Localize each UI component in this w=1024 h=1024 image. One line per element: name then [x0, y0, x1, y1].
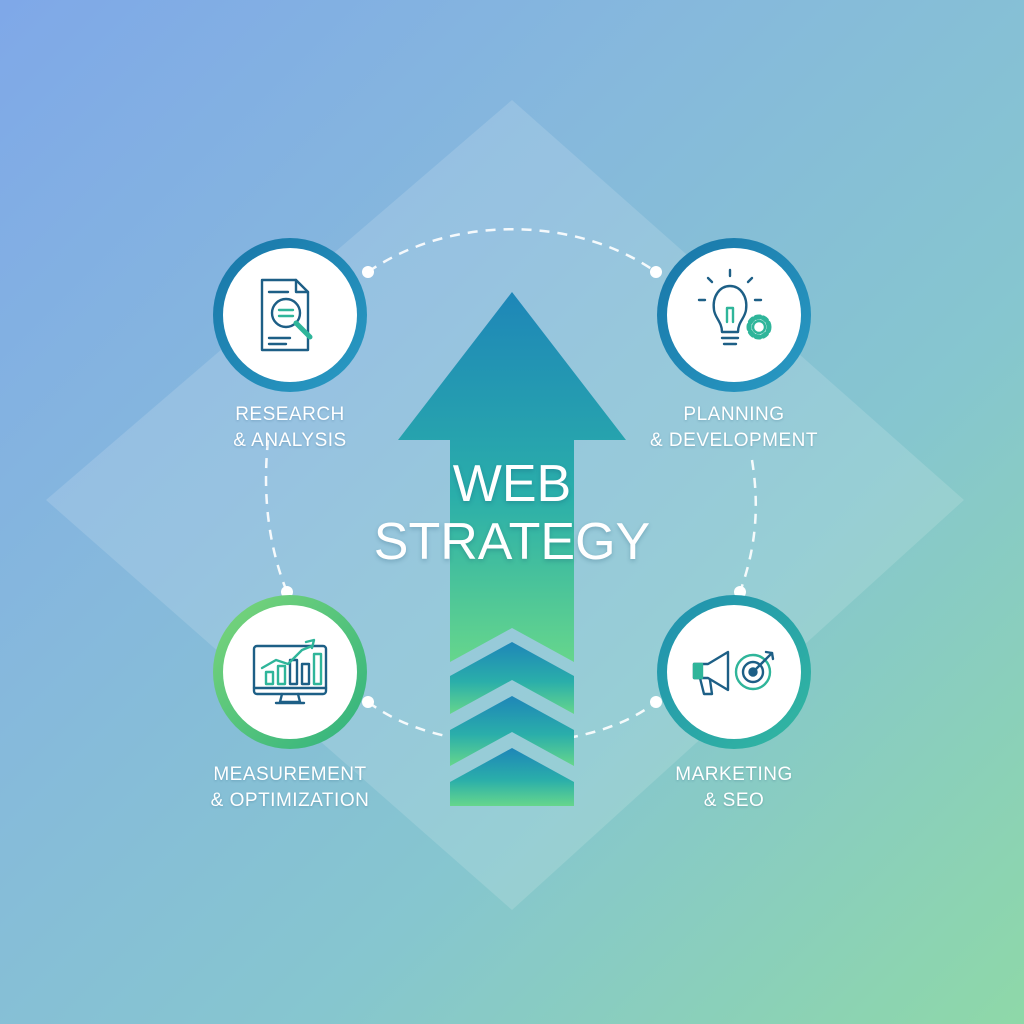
- document-magnifier-icon: [260, 278, 313, 352]
- stage-label-marketing: MARKETING & SEO: [624, 762, 844, 814]
- arrow-chevron-2: [450, 696, 574, 766]
- lightbulb-gear-icon: [697, 268, 772, 346]
- stage-label-line: RESEARCH: [235, 404, 345, 425]
- arrow-chevron-1: [450, 642, 574, 714]
- growth-arrow: [398, 292, 626, 806]
- stage-label-line: & DEVELOPMENT: [649, 430, 819, 451]
- stage-label-line: & ANALYSIS: [233, 430, 347, 451]
- arrow-chevron-3: [450, 748, 574, 806]
- stage-label-line: MARKETING: [675, 764, 793, 785]
- diagram-title: WEB STRATEGY: [362, 455, 662, 571]
- stage-node-measurement: [213, 595, 367, 749]
- stage-label-line: & OPTIMIZATION: [210, 790, 370, 811]
- monitor-chart-icon: [252, 638, 328, 705]
- stage-node-planning: [657, 238, 811, 392]
- stage-node-research: [213, 238, 367, 392]
- title-line-1: WEB: [452, 455, 572, 513]
- title-line-2: STRATEGY: [373, 513, 651, 571]
- stage-node-marketing: [657, 595, 811, 749]
- stage-label-line: MEASUREMENT: [213, 764, 367, 785]
- connector-ring: [264, 228, 758, 740]
- stage-label-line: & SEO: [703, 790, 765, 811]
- connector-dots: [281, 266, 746, 708]
- stage-label-research: RESEARCH & ANALYSIS: [195, 402, 385, 454]
- stage-label-measurement: MEASUREMENT & OPTIMIZATION: [180, 762, 400, 814]
- stage-label-line: PLANNING: [683, 404, 785, 425]
- stage-label-planning: PLANNING & DEVELOPMENT: [624, 402, 844, 454]
- megaphone-target-icon: [692, 650, 775, 696]
